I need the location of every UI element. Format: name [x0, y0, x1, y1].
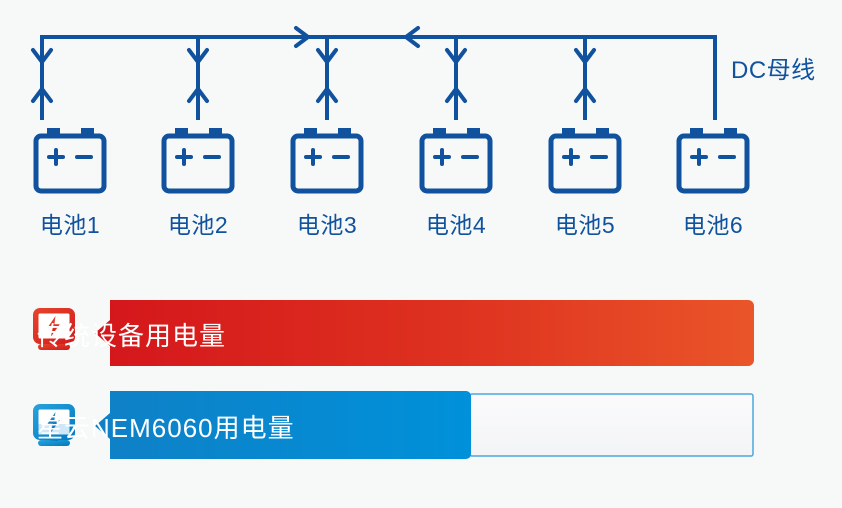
battery-icon-5 — [548, 128, 622, 194]
dc-bus-battery-diagram — [31, 26, 750, 194]
branch-arrow-up-1-icon — [31, 87, 53, 103]
power-device-icon-red — [33, 308, 75, 350]
battery-label-4: 电池4 — [425, 212, 487, 238]
branch-arrow-up-2-icon — [187, 87, 209, 103]
branch-arrow-up-4-icon — [445, 87, 467, 103]
battery-label-2: 电池2 — [167, 212, 229, 238]
power-device-icon-blue — [33, 404, 75, 446]
battery-label-5: 电池5 — [554, 212, 616, 238]
bar-nem6060 — [95, 391, 754, 459]
battery-label-3: 电池3 — [296, 212, 358, 238]
bar-traditional — [95, 300, 754, 366]
battery-icon-3 — [290, 128, 364, 194]
battery-icon-6 — [676, 128, 750, 194]
dc-bus-label: DC母线 — [731, 57, 816, 84]
battery-label-1: 电池1 — [39, 212, 101, 238]
branch-arrow-down-4-icon — [445, 48, 467, 64]
branch-arrow-down-2-icon — [187, 48, 209, 64]
branch-arrow-down-5-icon — [574, 48, 596, 64]
battery-icon-4 — [419, 128, 493, 194]
branch-arrow-down-1-icon — [31, 48, 53, 64]
comparison-row-traditional: 传统设备用电量 — [0, 296, 842, 376]
branch-arrow-down-3-icon — [316, 48, 338, 64]
battery-label-6: 电池6 — [682, 212, 744, 238]
battery-icon-2 — [161, 128, 235, 194]
bus-arrow-left-icon — [404, 26, 420, 48]
battery-icon-1 — [33, 128, 107, 194]
bar-traditional-fill — [95, 300, 754, 366]
branch-arrow-up-3-icon — [316, 87, 338, 103]
comparison-row-nem6060: 星云NEM6060用电量 — [0, 389, 842, 465]
bus-arrow-right-icon — [294, 26, 310, 48]
branch-arrow-up-5-icon — [574, 87, 596, 103]
bar-nem6060-fill — [95, 391, 471, 459]
bar-nem6060-track — [469, 393, 754, 457]
